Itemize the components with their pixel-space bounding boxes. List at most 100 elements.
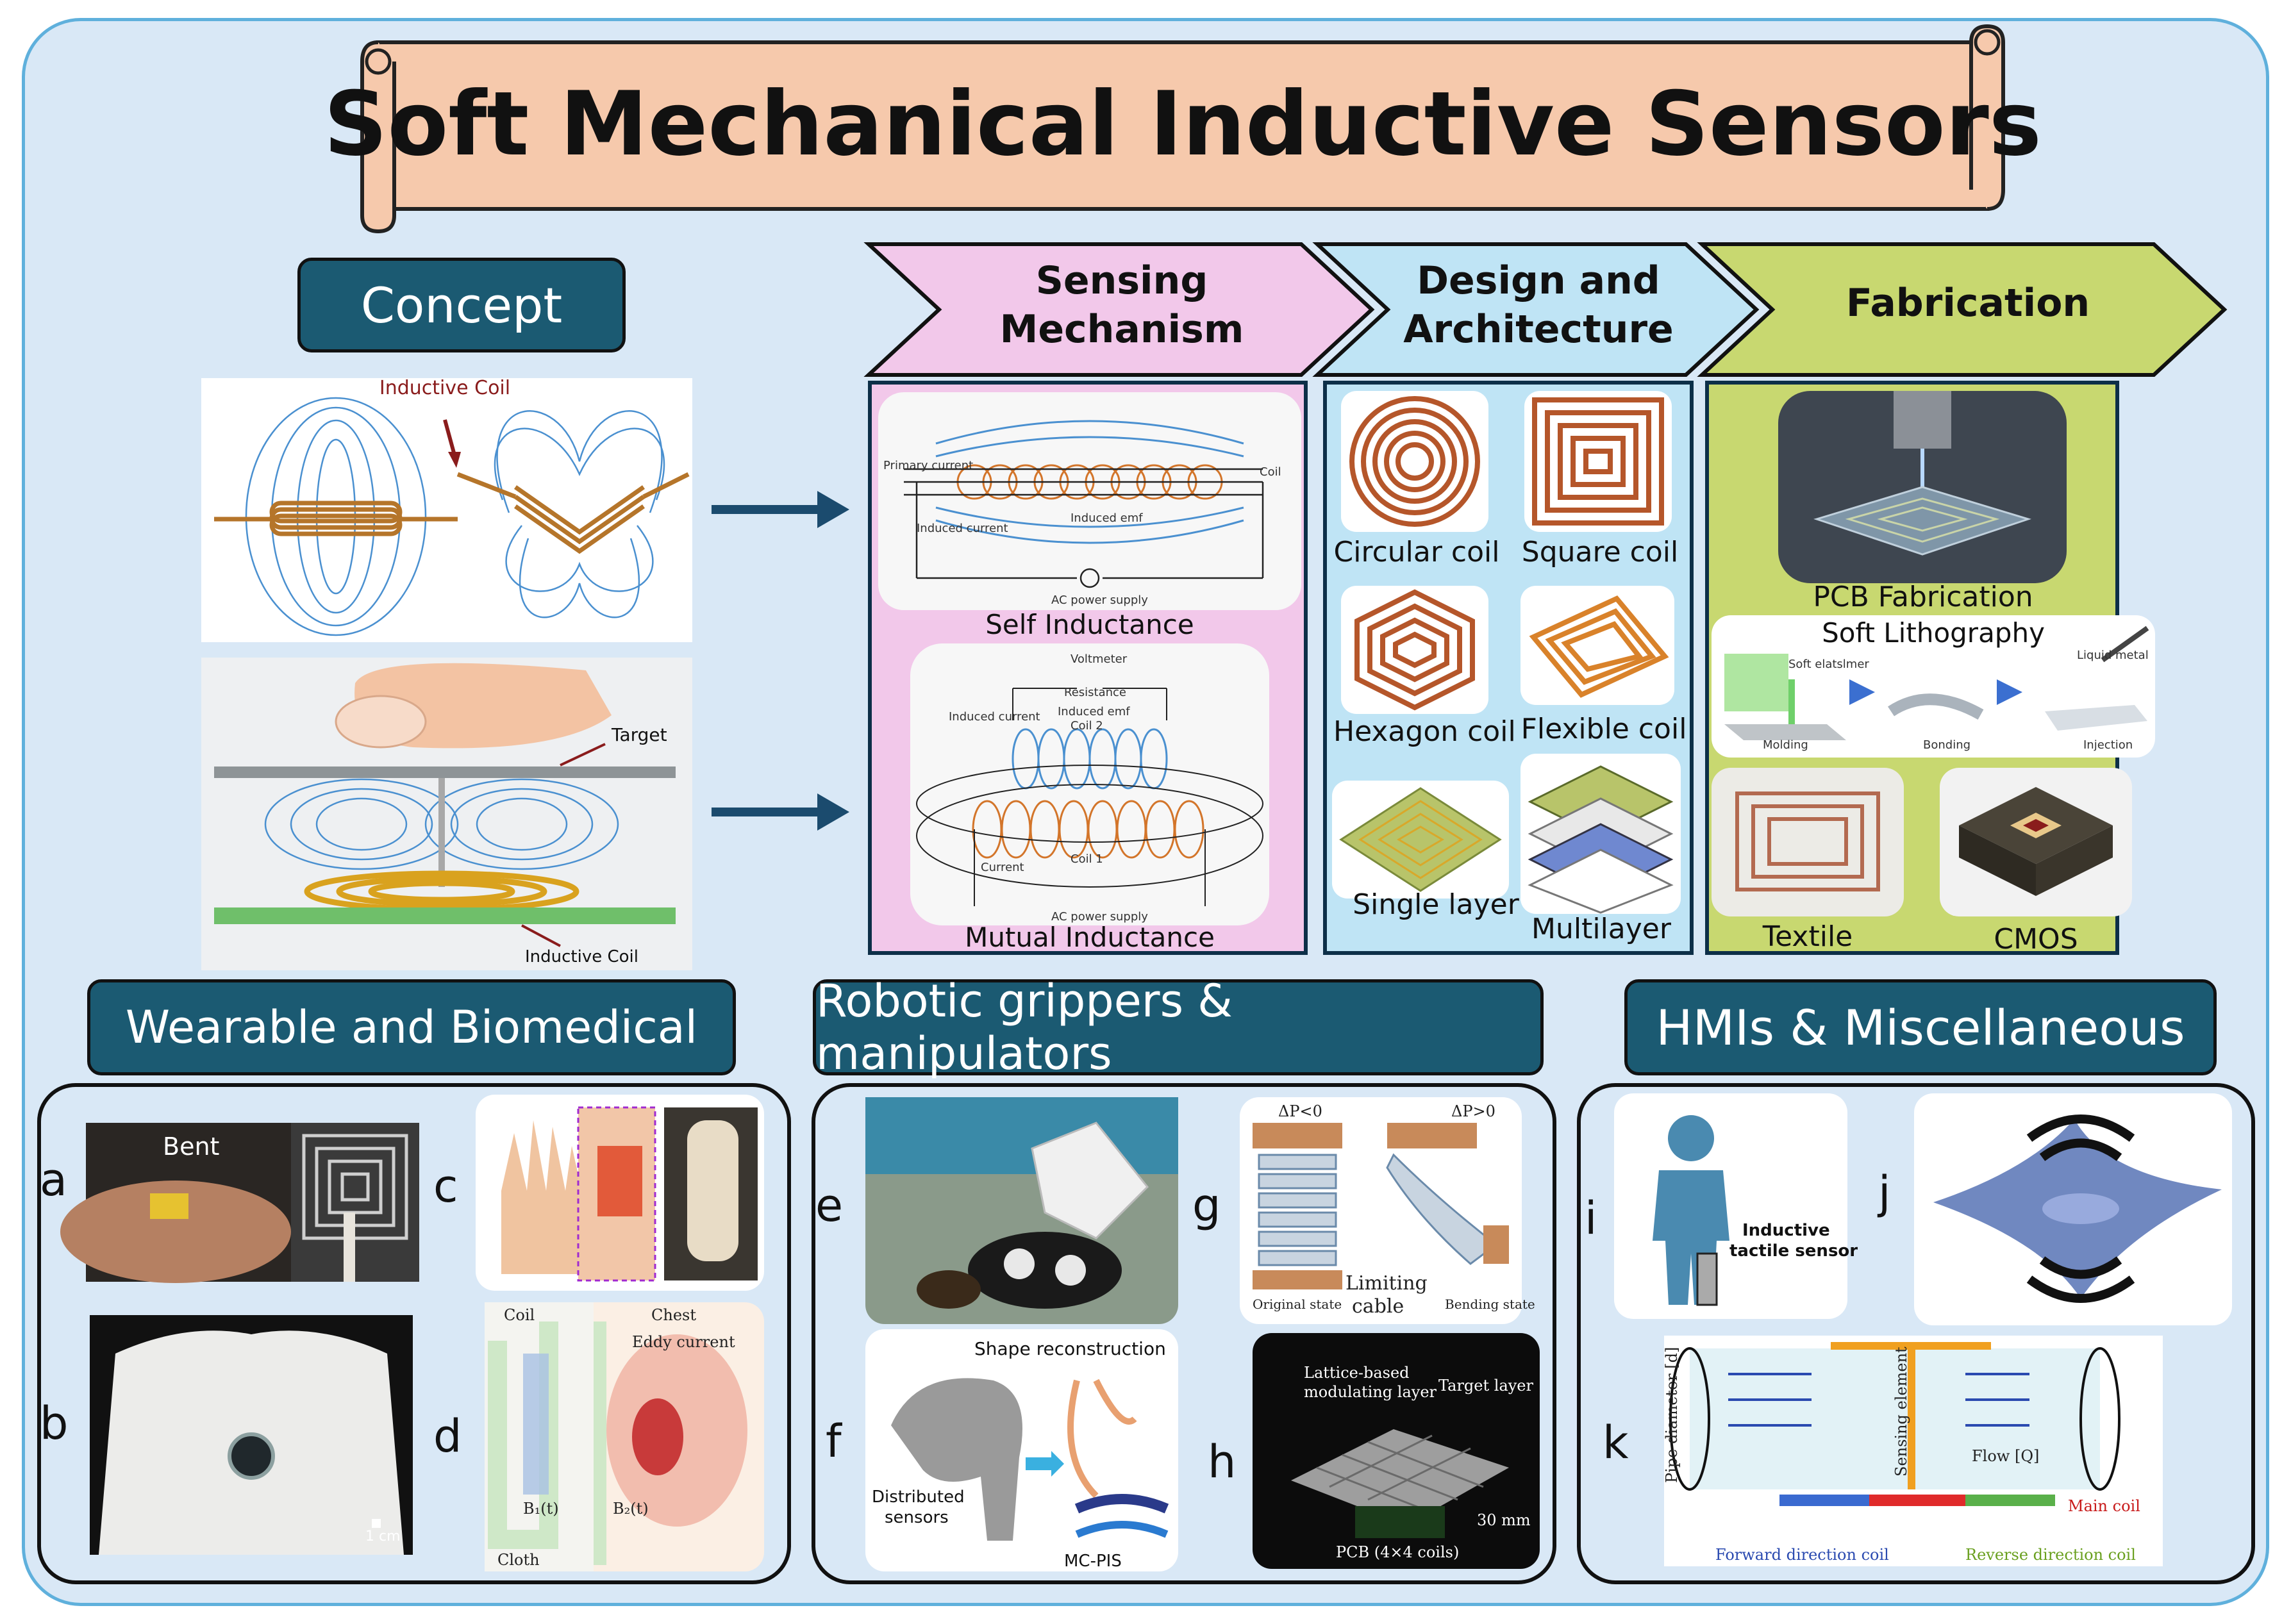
panel-k-flow-sensor: Pipe diameter [d] Sensing element Flow [… [1663,1336,2163,1566]
current-label: Current [981,861,1024,874]
panel-i-human-sensor: Inductive tactile sensor [1614,1093,1858,1319]
panel-h-lattice-sensor: Lattice-based modulating layer Target la… [1253,1333,1540,1569]
arrow-right-2 [712,793,849,831]
square-coil-image [1524,391,1672,532]
finger-target-figure: Target Inductive Coil [201,658,692,970]
design-header: Design and Architecture [1372,256,1705,354]
ac-power-label-mutual: AC power supply [1051,910,1148,924]
original-state-label: Original state [1253,1297,1342,1312]
inductive-label-i: Inductive [1742,1221,1830,1240]
dp-negative-label: ΔP<0 [1278,1102,1322,1120]
tactile-sensor-label: tactile sensor [1729,1241,1858,1261]
sensors-label: sensors [885,1508,949,1527]
limiting-label: Limiting [1345,1272,1428,1295]
target-label: Target [611,724,667,745]
induced-emf-label: Induced emf [1071,511,1143,525]
cmos-label: CMOS [1994,923,2078,956]
textile-label: Textile [1762,920,1853,953]
title-scroll: Soft Mechanical Inductive Sensors [324,24,2042,234]
mutual-inductance-label: Mutual Inductance [965,922,1215,953]
design-chevron [1312,242,1760,377]
panel-e-robot-gripper [865,1097,1178,1324]
cable-label: cable [1352,1295,1404,1318]
label-h: h [1208,1436,1237,1488]
shape-reconstruction-label: Shape reconstruction [974,1338,1166,1359]
b2-label: B₂(t) [613,1500,649,1518]
design-header-line1: Design and [1417,258,1660,303]
multilayer-image [1520,754,1681,914]
label-j: j [1878,1166,1891,1219]
b1-label: B₁(t) [523,1500,559,1518]
square-coil-label: Square coil [1521,536,1679,568]
induced-emf-label-mutual: Induced emf [1058,705,1130,718]
main-coil-label: Main coil [2068,1497,2140,1515]
textile-image [1712,768,1904,916]
label-e: e [815,1179,844,1232]
circular-coil-label: Circular coil [1333,536,1500,568]
bent-label: Bent [163,1132,219,1161]
soft-lithography-label: Soft Lithography [1822,617,2045,649]
pcb-fabrication-image [1778,391,2067,583]
robotic-box [812,1083,1556,1584]
panel-g-bellows-actuator: ΔP<0 ΔP>0 Original state Bending state L… [1240,1097,1535,1324]
circular-coil-image [1341,391,1488,532]
sensing-element-label: Sensing element [1892,1346,1910,1477]
hexagon-coil-image [1341,586,1488,714]
target-layer-label: Target layer [1438,1377,1534,1395]
forward-coil-label: Forward direction coil [1715,1546,1889,1564]
coil1-label: Coil 1 [1071,852,1103,866]
bonding-label: Bonding [1923,738,1970,752]
fabrication-header: Fabrication [1845,281,2090,326]
label-b: b [40,1397,69,1450]
panel-a-bent-sensor: Bent [60,1123,419,1283]
primary-current-label: Primary current [883,459,973,472]
hmi-box [1577,1083,2255,1584]
voltmeter-label: Voltmeter [1071,652,1128,666]
molding-label: Molding [1763,738,1808,752]
design-header-line2: Architecture [1403,307,1674,352]
fabrication-chevron [1697,242,2228,377]
induced-current-label: Induced current [917,522,1008,535]
sensing-header-line2: Mechanism [999,307,1244,352]
panel-j-membrane-sensor [1914,1093,2232,1325]
inductive-coil-figure: Inductive Coil [201,377,692,642]
resistance-label: Resistance [1064,686,1126,699]
header-chevrons [863,242,2228,377]
coil-label-self: Coil [1260,465,1281,479]
30mm-label: 30 mm [1477,1511,1531,1529]
wearable-tag: Wearable and Biomedical [87,979,736,1075]
pcb-4x4-label: PCB (4×4 coils) [1336,1543,1459,1561]
dp-positive-label: ΔP>0 [1451,1102,1495,1120]
flow-label: Flow [Q] [1972,1447,2039,1465]
self-inductance-figure: Primary current Induced current Induced … [878,392,1301,610]
hexagon-coil-label: Hexagon coil [1333,715,1516,748]
flexible-coil-label: Flexible coil [1520,713,1687,745]
label-i: i [1585,1192,1597,1245]
cm-label: 1 cm [365,1529,401,1545]
panel-c-finger-sensor [476,1095,764,1291]
hmi-tag: HMIs & Miscellaneous [1624,979,2217,1075]
label-a: a [40,1154,67,1206]
label-f: f [826,1415,842,1468]
multilayer-label: Multilayer [1531,913,1671,945]
cmos-image [1940,768,2132,916]
ac-power-label-self: AC power supply [1051,593,1148,607]
bending-state-label: Bending state [1445,1297,1535,1312]
label-k: k [1603,1416,1629,1469]
label-d: d [433,1410,462,1462]
single-layer-image [1332,781,1509,899]
mcpis-label: MC-PIS [1064,1552,1122,1571]
induced-current-label-mutual: Induced current [949,710,1040,724]
inductive-coil-bottom-label: Inductive Coil [525,947,638,966]
soft-elastomer-label: Soft elatslmer [1788,658,1869,671]
liquid-metal-label: Liquid metal [2077,649,2149,662]
sensing-header-line1: Sensing [1035,258,1208,303]
coil-label-d: Coil [504,1306,535,1324]
self-inductance-label: Self Inductance [985,609,1194,640]
pipe-diameter-label: Pipe diameter [d] [1663,1347,1681,1483]
panel-b-shirt-sensor: 1 cm [90,1315,413,1555]
pcb-fabrication-label: PCB Fabrication [1813,581,2033,613]
panel-f-shape-reconstruction: Shape reconstruction Distributed sensors… [865,1329,1178,1571]
distributed-label: Distributed [872,1487,965,1507]
cloth-label: Cloth [497,1551,540,1569]
